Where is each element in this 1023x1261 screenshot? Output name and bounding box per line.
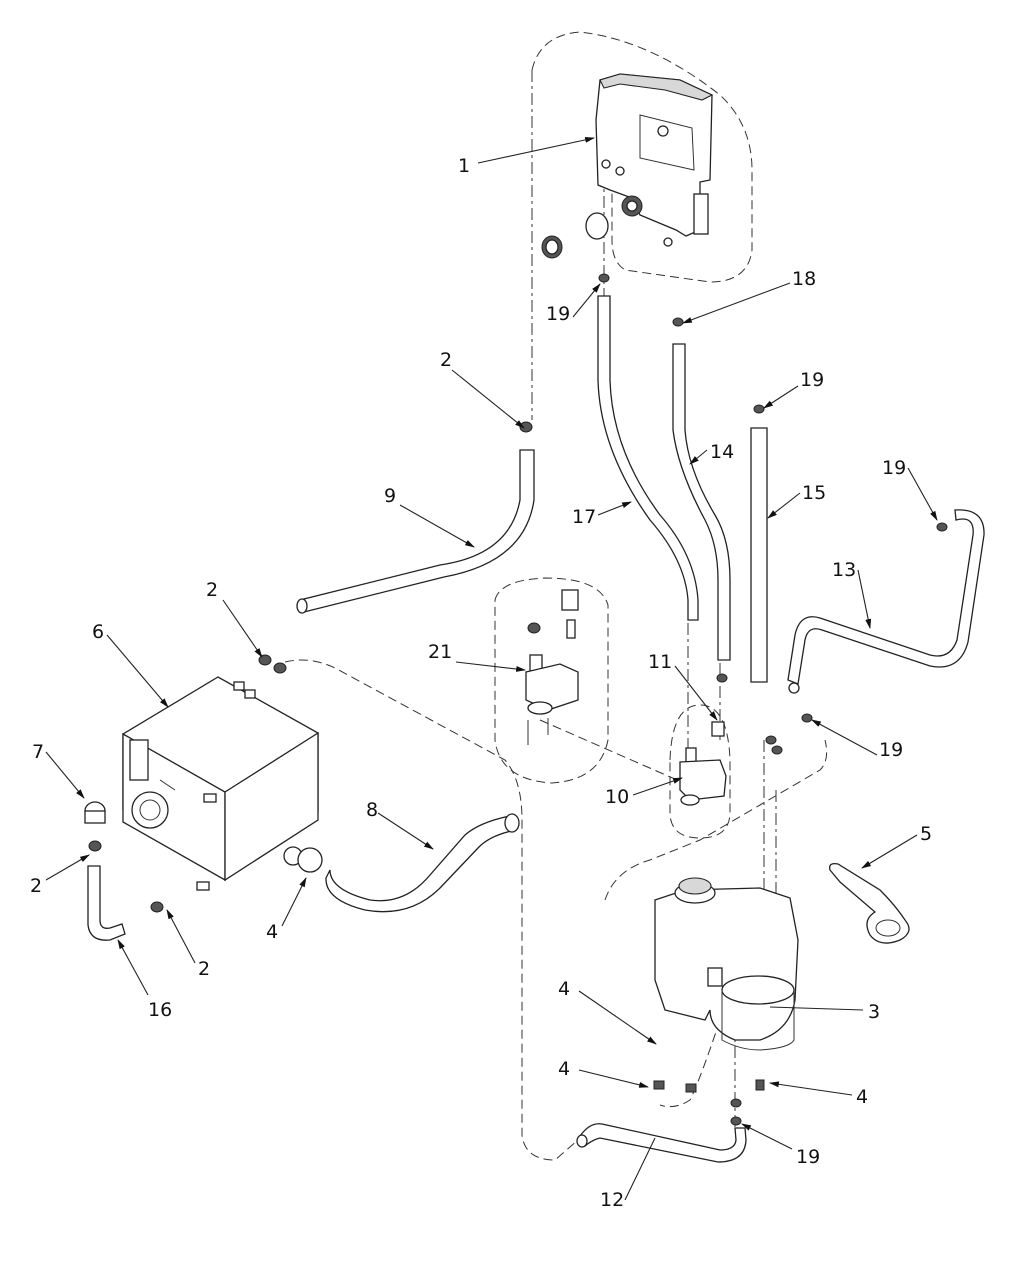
callout-5: 5 <box>920 823 932 845</box>
callout-19: 18 <box>792 268 816 290</box>
callout-11: 10 <box>605 786 629 808</box>
callout-10: 9 <box>384 485 396 507</box>
callout-4: 4 <box>856 1086 868 1108</box>
callout-17: 16 <box>148 999 172 1021</box>
part-13-hose[interactable] <box>576 1123 747 1163</box>
callout-7: 7 <box>32 741 44 763</box>
callout-19: 19 <box>882 457 906 479</box>
callout-19: 19 <box>800 369 824 391</box>
callout-9: 4 <box>266 921 278 943</box>
part-8-drain-hose[interactable] <box>325 813 520 913</box>
callout-15: 14 <box>710 441 734 463</box>
nut <box>541 235 563 259</box>
hose-15[interactable] <box>672 343 731 661</box>
callout-2: 2 <box>30 875 42 897</box>
callout-21: 21 <box>428 641 452 663</box>
part-11-valve[interactable] <box>679 747 727 806</box>
valve21-boundary <box>494 577 609 784</box>
part-17-elbow-hose[interactable] <box>87 865 126 941</box>
tank-route <box>284 659 579 1161</box>
callout-2: 2 <box>440 349 452 371</box>
callout-2: 2 <box>198 958 210 980</box>
clamps-19-20[interactable] <box>598 273 948 1126</box>
callout-20: 19 <box>546 303 570 325</box>
callout-labels: 1 19 18 2 19 14 9 17 15 19 13 2 6 21 11 … <box>30 155 932 1211</box>
hose-10[interactable] <box>296 449 535 614</box>
connectors-4[interactable] <box>653 1079 765 1093</box>
callout-6: 6 <box>92 621 104 643</box>
part-21-valve-assembly[interactable] <box>525 589 579 745</box>
callout-3: 3 <box>868 1001 880 1023</box>
callout-16: 15 <box>802 482 826 504</box>
callout-4: 4 <box>558 1058 570 1080</box>
hose-18[interactable] <box>597 295 699 621</box>
callout-13: 12 <box>600 1189 624 1211</box>
callout-18: 17 <box>572 506 596 528</box>
part-12-connector[interactable] <box>711 721 725 737</box>
seal-ring <box>585 212 609 240</box>
callout-14: 13 <box>832 559 856 581</box>
hose-14[interactable] <box>787 509 985 694</box>
callout-2: 2 <box>206 579 218 601</box>
hose-16[interactable] <box>750 427 768 683</box>
part-7-cap[interactable] <box>84 801 106 824</box>
part-1-reservoir[interactable] <box>595 73 714 247</box>
callout-12: 11 <box>648 651 672 673</box>
pump-boundary <box>604 739 828 901</box>
callout-leaders <box>45 136 938 1201</box>
pump-left-return <box>659 1019 721 1108</box>
part-3-pump[interactable] <box>654 877 799 1051</box>
part-9-large-clamp[interactable] <box>283 846 323 873</box>
callout-4: 4 <box>558 978 570 1000</box>
part-5-wrench[interactable] <box>829 862 910 944</box>
callout-1: 1 <box>458 155 470 177</box>
part-6-tank[interactable] <box>122 676 319 891</box>
callout-19: 19 <box>796 1146 820 1168</box>
clamps-2[interactable] <box>88 421 533 913</box>
top-boundary <box>531 31 753 283</box>
callout-19: 19 <box>879 739 903 761</box>
callout-8: 8 <box>366 799 378 821</box>
